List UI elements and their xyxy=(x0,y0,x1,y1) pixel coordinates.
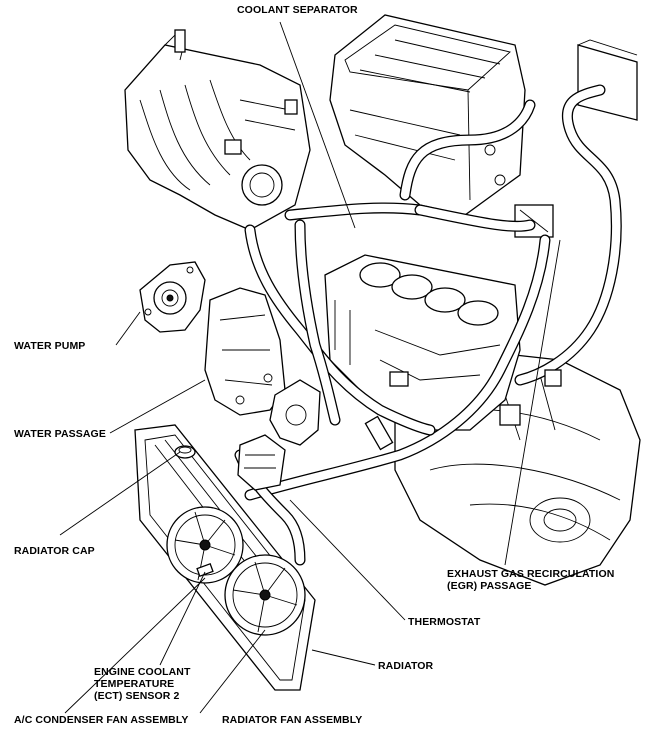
label-water-passage: WATER PASSAGE xyxy=(14,428,106,440)
radiator-cap xyxy=(174,445,196,459)
water-passage xyxy=(204,287,286,416)
cylinder-head xyxy=(329,14,526,216)
label-radiator-cap: RADIATOR CAP xyxy=(14,545,95,557)
label-coolant-separator: COOLANT SEPARATOR xyxy=(237,4,358,16)
radiator-fan xyxy=(224,554,306,636)
label-ac-condenser-fan: A/C CONDENSER FAN ASSEMBLY xyxy=(14,714,189,726)
label-radiator-fan: RADIATOR FAN ASSEMBLY xyxy=(222,714,363,726)
label-egr-line2: (EGR) PASSAGE xyxy=(447,580,532,592)
label-ect-sensor-line3: (ECT) SENSOR 2 xyxy=(94,690,180,702)
ect-sensor xyxy=(196,563,214,577)
thermostat-housing xyxy=(237,379,321,491)
label-water-pump: WATER PUMP xyxy=(14,340,86,352)
egr-fitting xyxy=(364,369,562,451)
engine-block xyxy=(324,254,521,431)
water-pump xyxy=(139,261,206,333)
label-egr-line1: EXHAUST GAS RECIRCULATION xyxy=(447,568,615,580)
label-thermostat: THERMOSTAT xyxy=(408,616,481,628)
intake-manifold xyxy=(124,29,311,231)
ac-condenser-fan xyxy=(166,506,244,584)
label-egr-passage: EXHAUST GAS RECIRCULATION (EGR) PASSAGE xyxy=(447,568,614,592)
label-ect-sensor: ENGINE COOLANT TEMPERATURE (ECT) SENSOR … xyxy=(94,666,190,702)
label-ect-sensor-line1: ENGINE COOLANT xyxy=(94,666,191,678)
label-radiator: RADIATOR xyxy=(378,660,434,672)
label-ect-sensor-line2: TEMPERATURE xyxy=(94,678,175,690)
leader-lines xyxy=(59,21,561,714)
